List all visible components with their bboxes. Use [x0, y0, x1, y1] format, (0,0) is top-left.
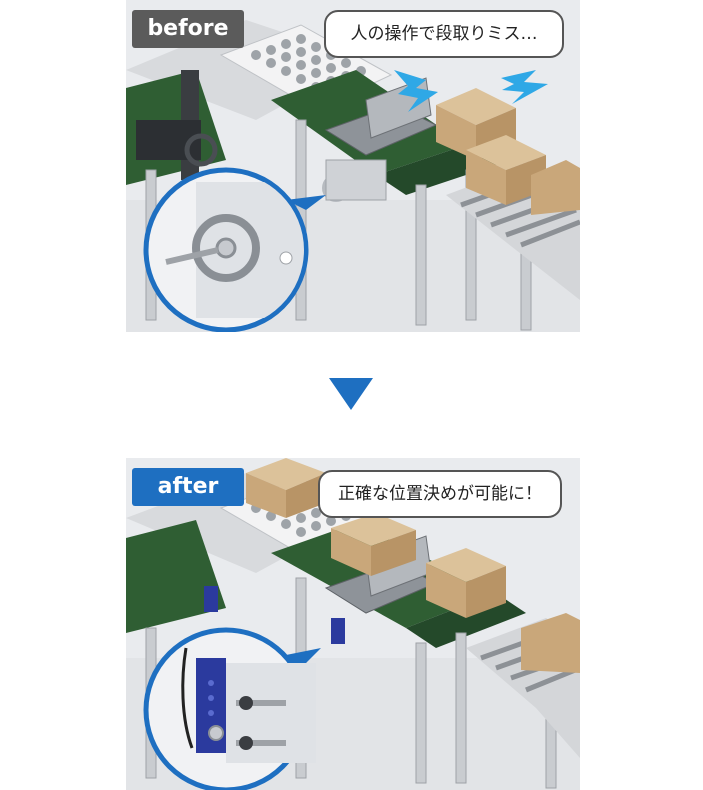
- down-triangle-icon: [329, 378, 373, 410]
- cardboard-boxes: [246, 458, 580, 673]
- after-label: after: [132, 468, 244, 506]
- positioning-sensor: [331, 618, 345, 644]
- sensor-cable: [181, 647, 194, 749]
- after-scene: [126, 458, 580, 790]
- cardboard-boxes: [436, 88, 580, 215]
- before-illustration: before 人の操作で段取りミス…: [126, 0, 580, 332]
- after-speech-bubble: 正確な位置決めが可能に！: [318, 470, 562, 518]
- left-green-belt: [126, 520, 226, 633]
- zoom-callout: [143, 627, 321, 790]
- before-label: before: [132, 10, 244, 48]
- handwheel-assembly: [136, 70, 387, 202]
- before-speech-bubble: 人の操作で段取りミス…: [324, 10, 564, 58]
- zoom-callout: [143, 167, 326, 332]
- positioning-sensor: [204, 586, 218, 612]
- lightning-icon: [394, 70, 548, 112]
- after-illustration: after 正確な位置決めが可能に！: [126, 458, 580, 790]
- handwheel-icon: [192, 214, 260, 282]
